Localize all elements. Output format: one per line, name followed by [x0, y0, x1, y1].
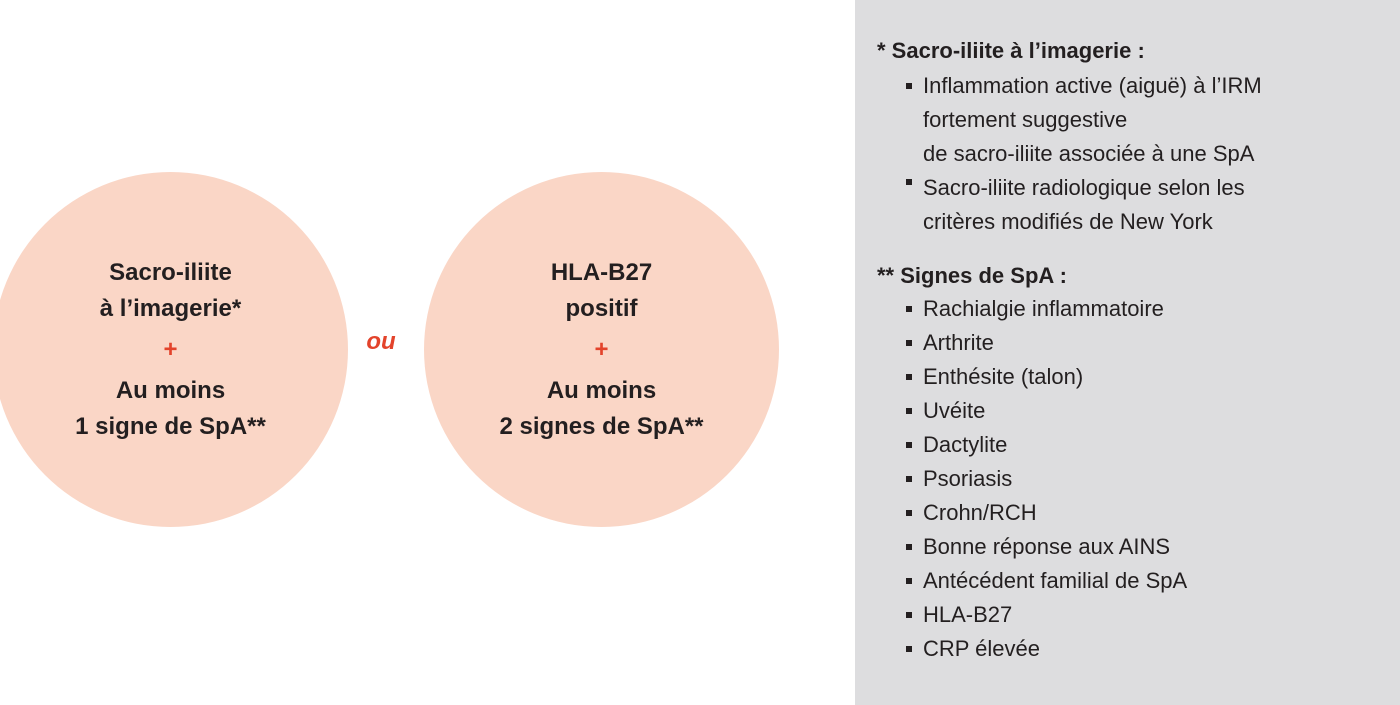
list-item: CRP élevée [906, 632, 1187, 666]
list-item: Psoriasis [906, 462, 1187, 496]
bullet-icon [906, 442, 912, 448]
list-item: Dactylite [906, 428, 1187, 462]
list-item: Arthrite [906, 326, 1187, 360]
bullet-icon [906, 374, 912, 380]
bullet-icon [906, 544, 912, 550]
circle-line: à l’imagerie* [99, 294, 242, 322]
criteria-circle-imaging: Sacro-iliite à l’imagerie* + Au moins 1 … [0, 172, 348, 527]
list-item-label: Arthrite [923, 330, 994, 355]
list-item: HLA-B27 [906, 598, 1187, 632]
list-item-line: Inflammation active (aiguë) à l’IRM [923, 73, 1262, 98]
list-item-line: Sacro-iliite radiologique selon les [923, 175, 1245, 200]
bullet-icon [906, 612, 912, 618]
list-item-label: HLA-B27 [923, 602, 1013, 627]
list-item-label: Crohn/RCH [923, 500, 1037, 525]
list-item-line: de sacro-iliite associée à une SpA [923, 141, 1255, 166]
list-item: Enthésite (talon) [906, 360, 1187, 394]
imaging-list: Inflammation active (aiguë) à l’IRM fort… [906, 69, 1262, 239]
circle-line: HLA-B27 [550, 258, 653, 286]
plus-sign: + [163, 335, 178, 363]
list-item-label: CRP élevée [923, 636, 1040, 661]
bullet-icon [906, 306, 912, 312]
or-connector: ou [366, 328, 396, 355]
list-item-line: fortement suggestive [923, 107, 1128, 132]
circle-line: Sacro-iliite [109, 258, 232, 286]
list-item: Bonne réponse aux AINS [906, 530, 1187, 564]
definitions-panel: * Sacro-iliite à l’imagerie : Inflammati… [855, 0, 1400, 705]
bullet-icon [906, 510, 912, 516]
bullet-icon [906, 408, 912, 414]
list-item-label: Bonne réponse aux AINS [923, 534, 1171, 559]
circle-line: Au moins [115, 376, 226, 404]
bullet-icon [906, 646, 912, 652]
signs-list: Rachialgie inflammatoire Arthrite Enthés… [906, 292, 1188, 666]
imaging-heading: * Sacro-iliite à l’imagerie : [877, 38, 1145, 63]
circle-line: positif [565, 294, 638, 322]
circle-line: 1 signe de SpA** [75, 412, 266, 440]
bullet-icon [906, 83, 912, 89]
list-item: Crohn/RCH [906, 496, 1187, 530]
list-item: Sacro-iliite radiologique selon les crit… [906, 171, 1262, 239]
list-item: Uvéite [906, 394, 1187, 428]
list-item: Inflammation active (aiguë) à l’IRM fort… [906, 69, 1262, 171]
list-item-label: Psoriasis [923, 466, 1013, 491]
bullet-icon [906, 578, 912, 584]
list-item-line: critères modifiés de New York [923, 209, 1213, 234]
list-item: Antécédent familial de SpA [906, 564, 1188, 598]
list-item-label: Uvéite [923, 398, 986, 423]
list-item-label: Antécédent familial de SpA [923, 568, 1188, 593]
plus-sign: + [594, 335, 609, 363]
list-item-label: Enthésite (talon) [923, 364, 1084, 389]
criteria-circle-hla: HLA-B27 positif + Au moins 2 signes de S… [424, 172, 779, 527]
bullet-icon [906, 340, 912, 346]
circle-line: Au moins [546, 376, 657, 404]
list-item: Rachialgie inflammatoire [906, 292, 1187, 326]
list-item-label: Dactylite [923, 432, 1008, 457]
circle-line: 2 signes de SpA** [499, 412, 704, 440]
bullet-icon [906, 179, 912, 185]
bullet-icon [906, 476, 912, 482]
list-item-label: Rachialgie inflammatoire [923, 296, 1164, 321]
signs-heading: ** Signes de SpA : [877, 263, 1067, 288]
